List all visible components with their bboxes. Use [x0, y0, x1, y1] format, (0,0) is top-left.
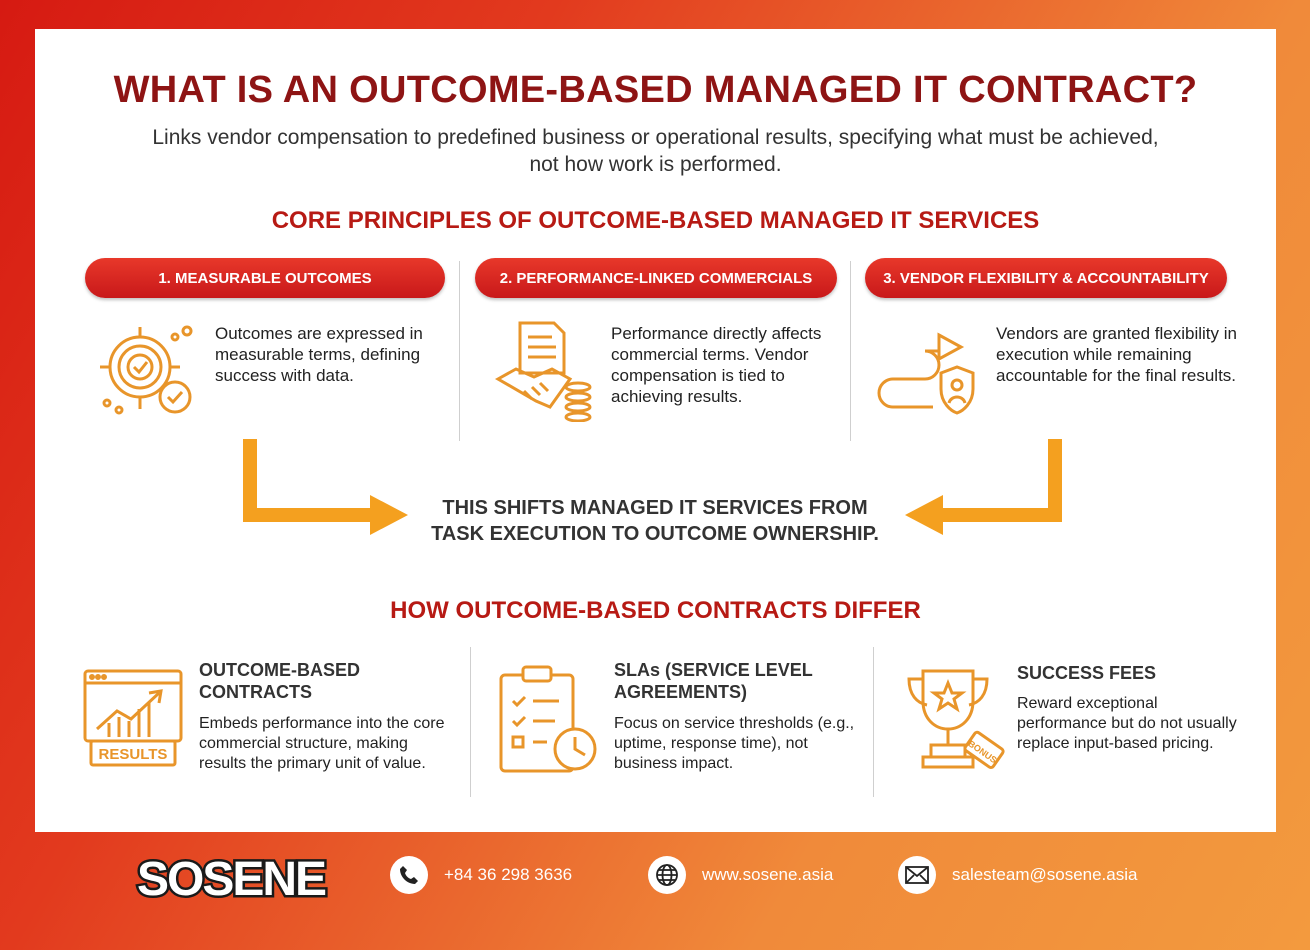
phone-icon	[390, 856, 428, 894]
results-chart-icon: RESULTS	[83, 669, 183, 767]
differ-text-1: Embeds performance into the core commerc…	[199, 715, 445, 772]
right-arrow-icon	[243, 439, 408, 535]
page-title: WHAT IS AN OUTCOME-BASED MANAGED IT CONT…	[113, 69, 1198, 111]
logo-text: SOSENE	[137, 853, 326, 903]
divider	[873, 647, 874, 797]
email-contact[interactable]: salesteam@sosene.asia	[898, 856, 1137, 894]
left-arrow-icon	[905, 439, 1062, 535]
checklist-clock-icon	[499, 665, 597, 773]
principle-text-3: Vendors are granted flexibility in execu…	[996, 324, 1237, 385]
divider	[459, 261, 460, 441]
infographic-card: WHAT IS AN OUTCOME-BASED MANAGED IT CONT…	[35, 29, 1276, 832]
differ-text-3: Reward exceptional performance but do no…	[1017, 695, 1237, 752]
divider	[850, 261, 851, 441]
website-link[interactable]: www.sosene.asia	[702, 865, 834, 884]
results-label: RESULTS	[99, 746, 168, 763]
handshake-contract-icon	[494, 321, 592, 422]
globe-icon	[648, 856, 686, 894]
differ-title-3: SUCCESS FEES	[1017, 663, 1157, 683]
principle-text-2: Performance directly affects commercial …	[611, 324, 822, 406]
target-check-icon	[100, 325, 193, 415]
shift-line-2: TASK EXECUTION TO OUTCOME OWNERSHIP.	[431, 523, 879, 545]
phone-number: +84 36 298 3636	[444, 865, 573, 884]
phone-contact[interactable]: +84 36 298 3636	[390, 856, 572, 894]
principles-heading: CORE PRINCIPLES OF OUTCOME-BASED MANAGED…	[271, 207, 1040, 234]
differ-heading: HOW OUTCOME-BASED CONTRACTS DIFFER	[390, 597, 921, 624]
principle-text-1: Outcomes are expressed in measurable ter…	[215, 324, 423, 385]
principle-pill-3: 3. VENDOR FLEXIBILITY & ACCOUNTABILITY	[865, 258, 1227, 298]
shift-line-1: THIS SHIFTS MANAGED IT SERVICES FROM	[442, 497, 868, 519]
principle-pill-2: 2. PERFORMANCE-LINKED COMMERCIALS	[475, 258, 837, 298]
differ-text-2: Focus on service thresholds (e.g., uptim…	[614, 715, 855, 772]
shift-statement: THIS SHIFTS MANAGED IT SERVICES FROM TAS…	[415, 495, 895, 547]
email-address[interactable]: salesteam@sosene.asia	[952, 865, 1138, 884]
path-shield-icon	[877, 332, 975, 415]
mail-icon	[898, 856, 936, 894]
sosene-logo: SOSENE	[135, 851, 331, 903]
divider	[470, 647, 471, 797]
trophy-bonus-icon: BONUS	[907, 669, 1005, 769]
page-subtitle: Links vendor compensation to predefined …	[152, 126, 1159, 176]
website-contact[interactable]: www.sosene.asia	[648, 856, 833, 894]
principle-pill-1: 1. MEASURABLE OUTCOMES	[85, 258, 445, 298]
differ-title-1: OUTCOME-BASED CONTRACTS	[199, 660, 360, 702]
differ-title-2: SLAs (SERVICE LEVEL AGREEMENTS)	[614, 660, 813, 702]
